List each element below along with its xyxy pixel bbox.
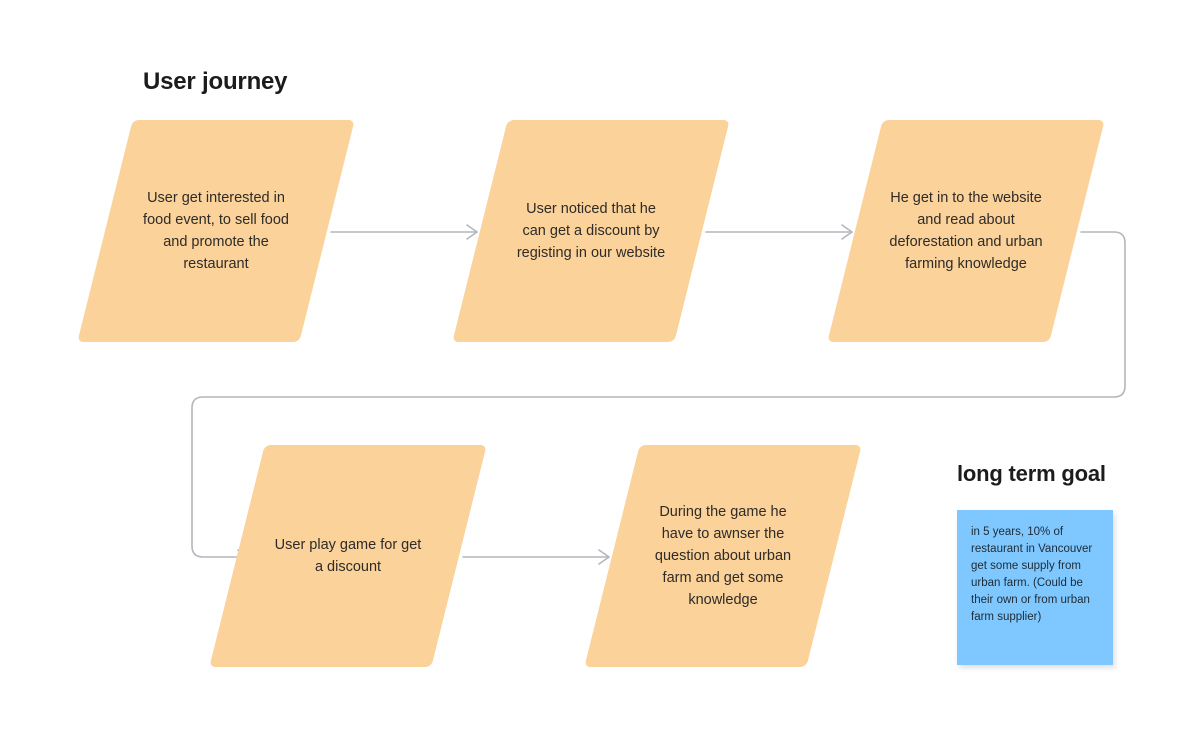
journey-step-4[interactable]: User play game for get a discount [209, 445, 487, 667]
journey-step-1[interactable]: User get interested in food event, to se… [77, 120, 355, 342]
journey-step-4-label: User play game for get a discount [274, 536, 422, 575]
journey-step-5-label: During the game he have to awnser the qu… [654, 503, 792, 609]
long-term-goal-note[interactable]: in 5 years, 10% of restaurant in Vancouv… [957, 510, 1113, 665]
journey-step-3[interactable]: He get in to the website and read about … [827, 120, 1105, 342]
connector-step1-step2 [330, 224, 478, 240]
journey-step-1-label: User get interested in food event, to se… [143, 189, 289, 273]
journey-step-5[interactable]: During the game he have to awnser the qu… [584, 445, 862, 667]
journey-step-3-label: He get in to the website and read about … [889, 189, 1043, 273]
journey-step-2[interactable]: User noticed that he can get a discount … [452, 120, 730, 342]
user-journey-title: User journey [143, 68, 288, 95]
long-term-goal-title: long term goal [957, 461, 1106, 486]
long-term-goal-note-text: in 5 years, 10% of restaurant in Vancouv… [971, 526, 1093, 624]
connector-step2-step3 [705, 224, 853, 240]
connector-step4-step5 [462, 549, 610, 565]
journey-step-2-label: User noticed that he can get a discount … [516, 200, 666, 262]
